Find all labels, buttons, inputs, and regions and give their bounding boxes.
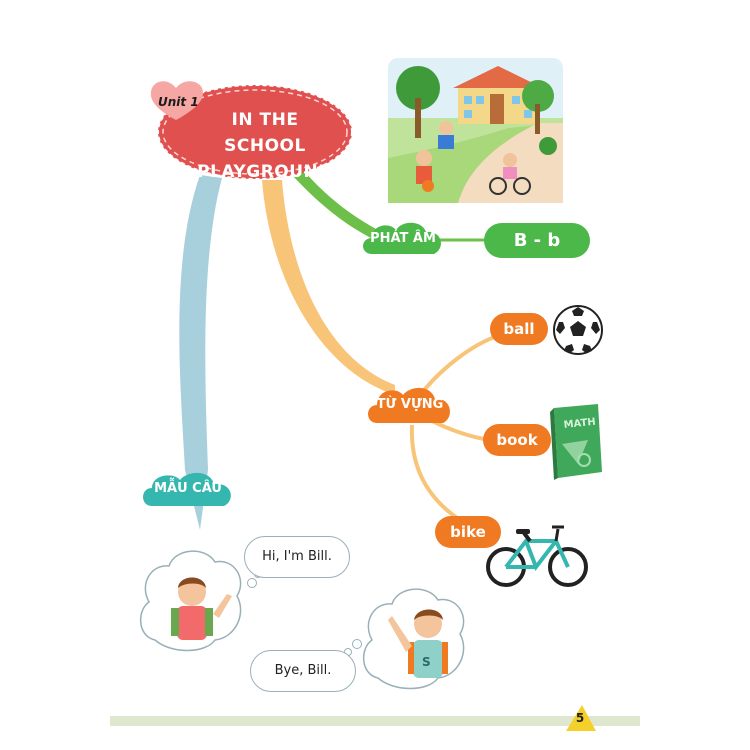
word-ball-rest: all bbox=[514, 320, 535, 338]
pronunciation-value: B - b bbox=[484, 223, 590, 258]
thought-dot bbox=[352, 639, 362, 649]
word-book-first: b bbox=[496, 431, 508, 449]
word-bike: bike bbox=[435, 516, 501, 548]
boy-waving-thought-cloud: S bbox=[363, 588, 465, 690]
title-blob bbox=[157, 84, 353, 180]
word-book-rest: ook bbox=[507, 431, 538, 449]
title-line-2: PLAYGROUND bbox=[197, 162, 333, 182]
word-ball: ball bbox=[490, 313, 548, 345]
page-number-badge bbox=[566, 705, 596, 731]
page-title: IN THE SCHOOL PLAYGROUND bbox=[190, 107, 340, 185]
unit-label: Unit 1 bbox=[158, 95, 199, 109]
link-pronunciation bbox=[292, 172, 378, 240]
bicycle-icon bbox=[486, 525, 588, 587]
thought-dot bbox=[247, 578, 257, 588]
speech-bubble-hi: Hi, I'm Bill. bbox=[244, 536, 350, 578]
pronunciation-cloud bbox=[363, 222, 441, 254]
book-cover-text: MATH bbox=[563, 417, 596, 431]
word-bike-first: b bbox=[450, 523, 461, 541]
vocabulary-cloud bbox=[368, 387, 450, 423]
math-book-icon: MATH bbox=[550, 404, 602, 480]
vocabulary-label: TỪ VỰNG bbox=[376, 397, 444, 412]
link-bike bbox=[409, 424, 462, 522]
word-book: book bbox=[483, 424, 551, 456]
word-bike-rest: ike bbox=[460, 523, 486, 541]
link-ball bbox=[418, 333, 501, 397]
boy-thought-cloud bbox=[140, 550, 242, 652]
link-vocabulary bbox=[262, 180, 395, 395]
page-number: 5 bbox=[575, 711, 585, 725]
sentences-cloud bbox=[143, 472, 231, 506]
sentences-label: MẪU CÂU bbox=[154, 481, 222, 496]
shirt-letter: S bbox=[422, 655, 431, 669]
soccer-ball-icon bbox=[553, 305, 603, 355]
word-ball-first: b bbox=[503, 320, 515, 338]
link-sentences bbox=[179, 175, 222, 530]
pronunciation-label: PHÁT ÂM bbox=[370, 231, 436, 246]
title-line-1: IN THE SCHOOL bbox=[224, 110, 306, 156]
unit-heart-tag bbox=[150, 81, 203, 120]
footer-bar bbox=[110, 716, 640, 726]
playground-illustration bbox=[388, 58, 563, 203]
speech-bubble-bye: Bye, Bill. bbox=[250, 650, 356, 692]
